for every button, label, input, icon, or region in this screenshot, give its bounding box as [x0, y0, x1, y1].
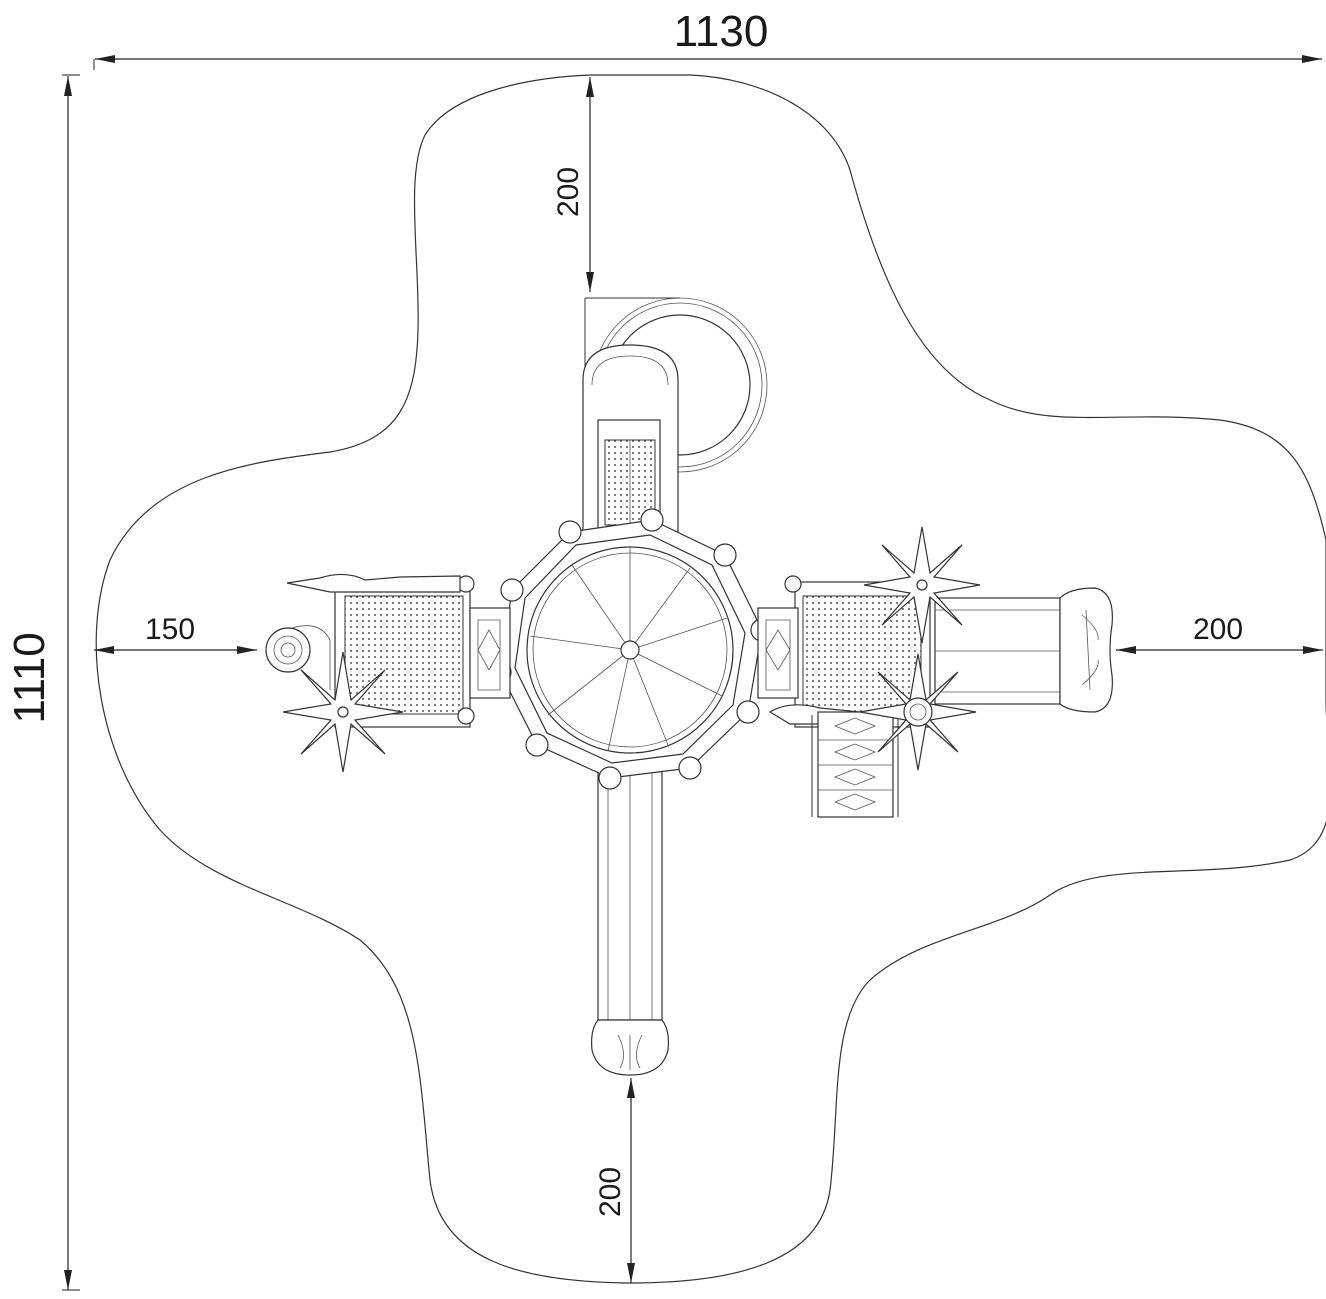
left-clearance-label: 150: [145, 613, 195, 646]
left-star: [282, 651, 404, 773]
playground-equipment: [265, 297, 1113, 1076]
right-star-lower: [859, 653, 977, 771]
central-tower: [488, 508, 774, 790]
overall-height-label: 1110: [5, 632, 54, 723]
right-star-upper: [863, 526, 981, 644]
right-slide: [934, 587, 1113, 713]
overall-width-label: 1130: [674, 7, 769, 56]
top-clearance-label: 200: [552, 167, 585, 217]
bottom-slide: [591, 769, 669, 1076]
right-ladder: [811, 711, 899, 818]
top-platform: [582, 344, 679, 541]
right-clearance-label: 200: [1193, 613, 1243, 646]
safety-zone-outline: [95, 74, 1326, 1284]
left-platform: [265, 573, 511, 728]
bottom-clearance-label: 200: [594, 1167, 627, 1217]
